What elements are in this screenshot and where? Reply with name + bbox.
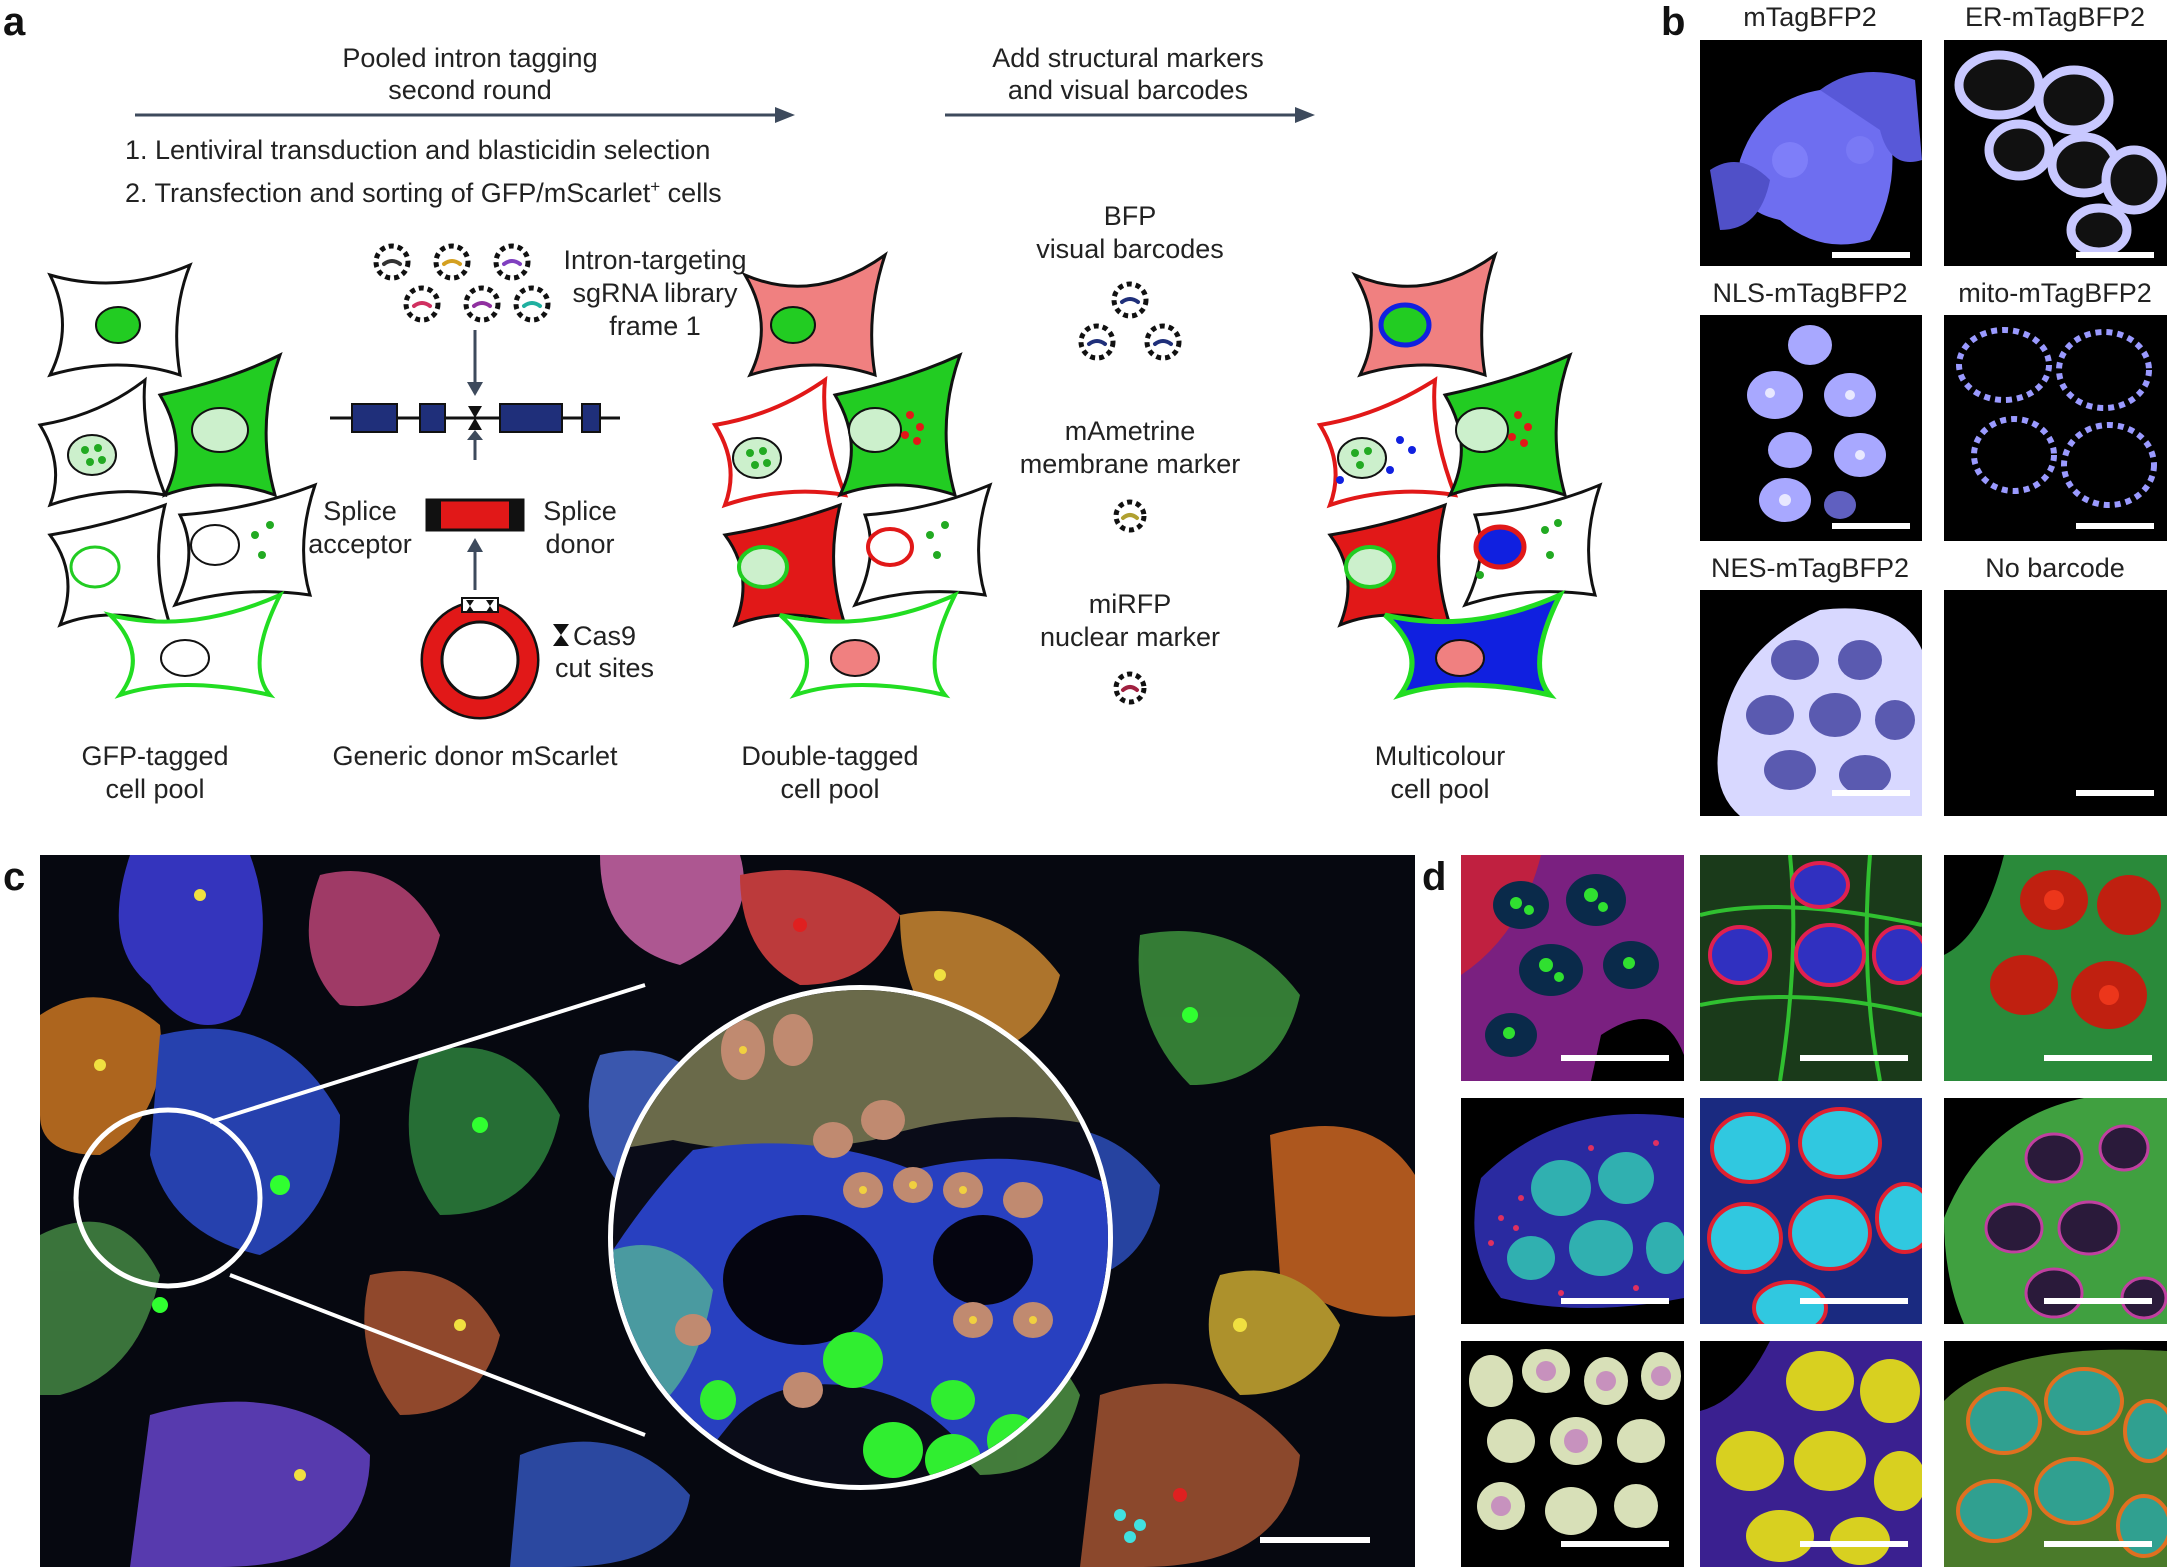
step2-title-line1: Add structural markers (992, 43, 1264, 73)
scale-bar (1800, 1541, 1908, 1547)
d-tile-r2c2 (1700, 1098, 1922, 1324)
mam-label-line2: membrane marker (1019, 449, 1241, 479)
library-label-line3: frame 1 (609, 311, 701, 341)
tile-title-nes-mtagbfp2: NES-mTagBFP2 (1710, 553, 1910, 583)
mam-label-line1: mAmetrine (1064, 416, 1196, 446)
zoom-inset (608, 985, 1113, 1490)
step1-arrow (135, 107, 795, 123)
donor-plasmid (420, 597, 540, 720)
splice-acceptor-line1: Splice (323, 496, 397, 526)
step1-sub2-end: cells (660, 178, 722, 208)
bfp-barcode-viruses (1078, 281, 1182, 361)
scale-bar (1561, 1055, 1669, 1061)
step1-sub1: 1. Lentiviral transduction and blasticid… (125, 135, 711, 165)
bfp-label-line2: visual barcodes (1036, 234, 1224, 264)
scale-bar (2044, 1541, 2152, 1547)
splice-cassette (425, 498, 525, 532)
step1-sub2-text: 2. Transfection and sorting of GFP/mScar… (125, 178, 651, 208)
splice-donor-line2: donor (545, 529, 615, 559)
scale-bar (1561, 1298, 1669, 1304)
splice-donor-line1: Splice (543, 496, 617, 526)
library-label-line1: Intron-targeting (563, 245, 747, 275)
tile-nls-mtagbfp2-image (1700, 315, 1922, 541)
scale-bar (1832, 523, 1910, 529)
pool1-label-line1: GFP-tagged (81, 741, 229, 771)
tile-title-no-barcode: No barcode (1985, 553, 2125, 583)
scale-bar (2044, 1298, 2152, 1304)
scale-bar (2076, 790, 2154, 796)
scale-bar (2076, 252, 2154, 258)
scale-bar (1832, 252, 1910, 258)
tile-mtagbfp2-image (1700, 40, 1922, 266)
d-tile-r1c2 (1700, 855, 1922, 1081)
pool1-label-line2: cell pool (105, 774, 205, 804)
mirfp-label-line2: nuclear marker (1039, 622, 1221, 652)
tile-title-mito-mtagbfp2: mito-mTagBFP2 (1958, 278, 2152, 308)
multicolour-overview-image (40, 855, 1415, 1567)
d-tile-r3c2 (1700, 1341, 1922, 1567)
tile-mito-mtagbfp2-image (1944, 315, 2167, 541)
pool2-label-line1: Double-tagged (741, 741, 919, 771)
tile-title-nls-mtagbfp2: NLS-mTagBFP2 (1712, 278, 1908, 308)
tile-title-mtagbfp2: mTagBFP2 (1743, 2, 1877, 32)
d-tile-r1c1 (1461, 855, 1684, 1081)
d-tile-r2c3 (1944, 1098, 2167, 1324)
tile-er-mtagbfp2-image (1944, 40, 2167, 266)
panel-letter-d: d (1422, 855, 1447, 899)
d-tile-r3c1 (1461, 1341, 1684, 1567)
tile-nes-mtagbfp2-image (1700, 590, 1922, 816)
step1-title-line1: Pooled intron tagging (342, 43, 598, 73)
step1-sub2-sup: + (650, 177, 661, 196)
panel-letter-a: a (3, 0, 26, 44)
plasmid-arrow (467, 538, 483, 590)
cas9-line2: cut sites (555, 653, 655, 683)
d-tile-r1c3 (1944, 855, 2167, 1081)
gene-locus (330, 330, 620, 460)
scale-bar (1832, 790, 1910, 796)
splice-acceptor-line2: acceptor (308, 529, 412, 559)
library-label-line2: sgRNA library (572, 278, 738, 308)
multicolour-cell-pool (1316, 251, 1603, 700)
panel-letter-c: c (3, 855, 26, 899)
step2-title-line2: and visual barcodes (1007, 75, 1249, 105)
d-tile-r3c3 (1944, 1341, 2167, 1567)
pool2-label-line2: cell pool (780, 774, 880, 804)
gfp-cell-pool (37, 262, 318, 699)
step2-arrow (945, 107, 1315, 123)
mirfp-label-line1: miRFP (1088, 589, 1172, 619)
pool3-label-line1: Multicolour (1374, 741, 1506, 771)
scale-bar (2044, 1055, 2152, 1061)
sgrna-library-viruses (373, 243, 551, 323)
scale-bar (2076, 523, 2154, 529)
panel-letter-b: b (1661, 0, 1686, 44)
tile-title-er-mtagbfp2: ER-mTagBFP2 (1964, 2, 2146, 32)
scale-bar (1260, 1537, 1370, 1543)
donor-label: Generic donor mScarlet (332, 741, 618, 771)
mametrine-virus (1113, 499, 1147, 533)
step1-title-line2: second round (388, 75, 552, 105)
step1-sub2: 2. Transfection and sorting of GFP/mScar… (125, 170, 722, 210)
scale-bar (1800, 1298, 1908, 1304)
pool3-label-line2: cell pool (1390, 774, 1490, 804)
cas9-icon (553, 624, 569, 646)
d-tile-r2c1 (1461, 1098, 1684, 1324)
zoom-callout (73, 983, 646, 1437)
cas9-line1: Cas9 (573, 621, 637, 651)
double-tagged-cell-pool (711, 251, 993, 699)
mirfp-virus (1113, 671, 1147, 705)
scale-bar (1561, 1541, 1669, 1547)
scale-bar (1800, 1055, 1908, 1061)
bfp-label-line1: BFP (1103, 201, 1157, 231)
tile-no-barcode-image (1944, 590, 2167, 816)
